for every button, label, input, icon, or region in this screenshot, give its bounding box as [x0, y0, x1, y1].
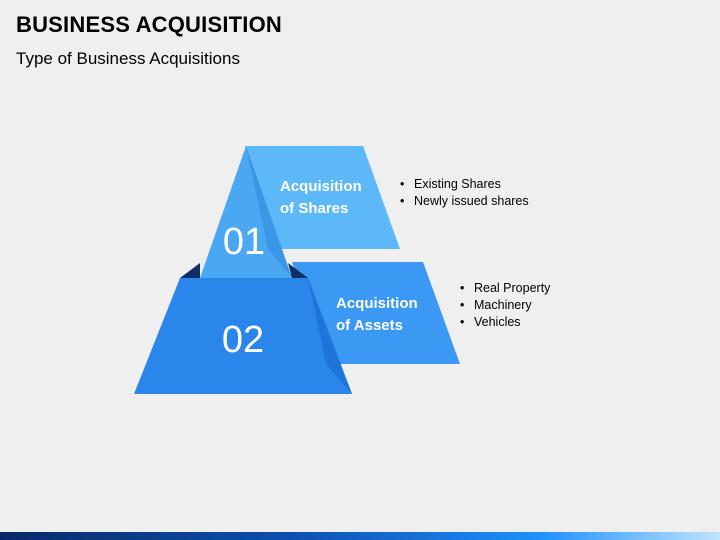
list-item: Vehicles: [458, 314, 550, 331]
list-item: Newly issued shares: [398, 193, 529, 210]
page-title: BUSINESS ACQUISITION: [16, 12, 282, 37]
tier-1-label-line1: Acquisition: [280, 178, 362, 195]
tier-2-label-line1: Acquisition: [336, 295, 418, 312]
tier-divider-shadow-right: [288, 263, 308, 278]
list-item: Existing Shares: [398, 176, 529, 193]
tier-2-number: 02: [222, 319, 264, 361]
tier-1-number: 01: [223, 221, 265, 263]
list-item: Machinery: [458, 297, 550, 314]
tier-2-trapezoid: [134, 278, 352, 394]
tier-1-ribbon: [245, 146, 400, 249]
tier-2-trapezoid-shade: [308, 278, 352, 394]
tier-divider-shadow-left: [180, 263, 200, 278]
tier-2-label-line2: of Assets: [336, 317, 403, 334]
page-subtitle: Type of Business Acquisitions: [16, 49, 240, 68]
tier-2-bullet-list: Real Property Machinery Vehicles: [458, 280, 550, 331]
tier-1-bullet-list: Existing Shares Newly issued shares: [398, 176, 529, 210]
tier-2-ribbon: [292, 262, 460, 364]
tier-1-triangle-shade: [246, 146, 292, 278]
list-item: Real Property: [458, 280, 550, 297]
tier-1-label-line2: of Shares: [280, 200, 348, 217]
bottom-accent-bar: [0, 532, 720, 540]
